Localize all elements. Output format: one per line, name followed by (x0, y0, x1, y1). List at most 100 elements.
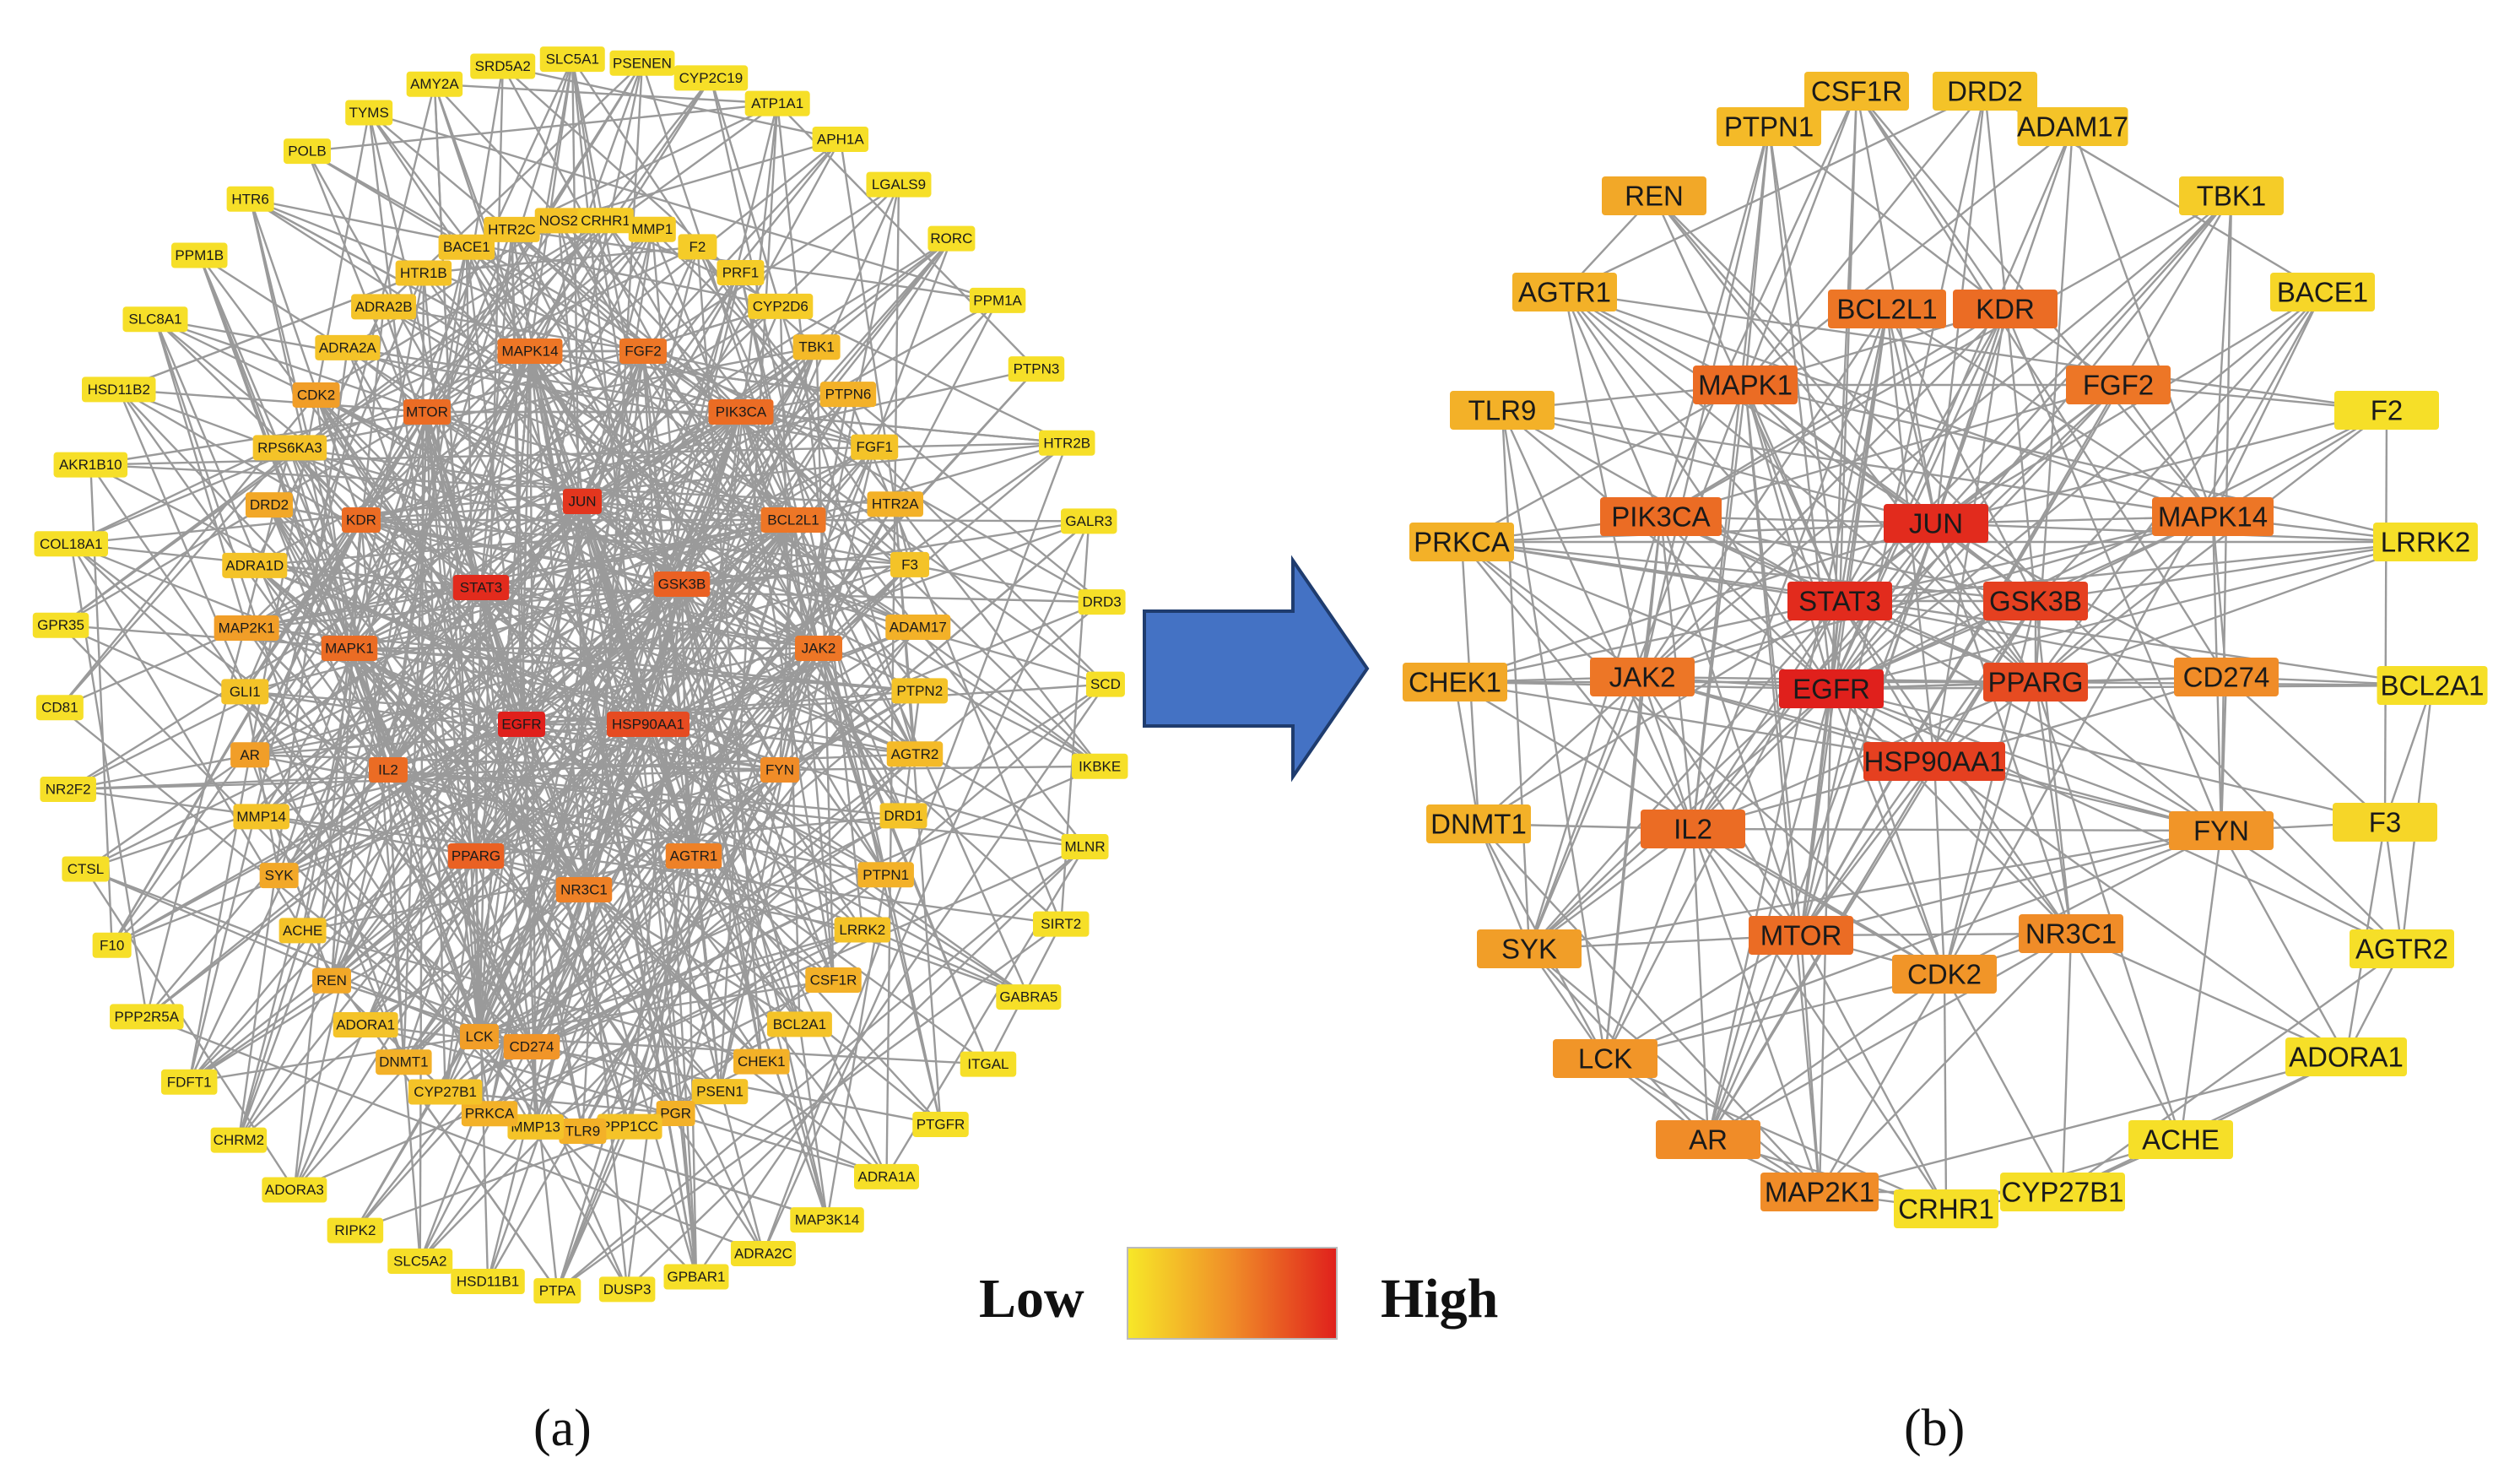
panel-b-node-bcl2l1[interactable]: BCL2L1 (1828, 290, 1946, 328)
panel-a-node-ptgfr[interactable]: PTGFR (912, 1112, 969, 1138)
panel-a-node-adra2c[interactable]: ADRA2C (730, 1240, 796, 1266)
panel-a-node-akr1b10[interactable]: AKR1B10 (53, 452, 128, 478)
panel-a-node-drd2[interactable]: DRD2 (245, 492, 293, 518)
panel-b-node-f2[interactable]: F2 (2334, 391, 2439, 430)
panel-b-node-kdr[interactable]: KDR (1953, 290, 2058, 328)
panel-a-node-ptpa[interactable]: PTPA (533, 1278, 581, 1304)
panel-a-node-f3[interactable]: F3 (890, 551, 930, 577)
panel-a-node-kdr[interactable]: KDR (342, 507, 381, 533)
panel-b-node-cd274[interactable]: CD274 (2174, 658, 2279, 696)
panel-a-node-ptpn6[interactable]: PTPN6 (819, 382, 877, 408)
panel-b-node-agtr2[interactable]: AGTR2 (2350, 929, 2454, 968)
panel-a-node-ppp2r5a[interactable]: PPP2R5A (110, 1004, 184, 1030)
panel-b-node-jun[interactable]: JUN (1884, 504, 1988, 543)
panel-b-node-pik3ca[interactable]: PIK3CA (1600, 497, 1722, 536)
panel-b-node-bace1[interactable]: BACE1 (2270, 273, 2375, 311)
panel-a-node-ripk2[interactable]: RIPK2 (327, 1217, 384, 1243)
panel-b-node-mtor[interactable]: MTOR (1749, 916, 1853, 955)
panel-a-node-drd1[interactable]: DRD1 (879, 803, 927, 829)
panel-a-node-adra1d[interactable]: ADRA1D (222, 552, 288, 578)
panel-a-node-map2k1[interactable]: MAP2K1 (214, 615, 279, 642)
panel-b-node-fyn[interactable]: FYN (2169, 811, 2274, 850)
panel-a-node-ar[interactable]: AR (230, 742, 270, 768)
panel-a-node-itgal[interactable]: ITGAL (960, 1051, 1017, 1077)
panel-a-node-mapk1[interactable]: MAPK1 (321, 636, 378, 661)
panel-a-node-bcl2l1[interactable]: BCL2L1 (760, 507, 826, 533)
panel-a-node-dusp3[interactable]: DUSP3 (598, 1276, 656, 1303)
panel-a-node-srd5a2[interactable]: SRD5A2 (470, 53, 536, 79)
panel-b-node-fgf2[interactable]: FGF2 (2066, 366, 2171, 404)
panel-a-node-jak2[interactable]: JAK2 (795, 636, 842, 661)
panel-a-node-mmp14[interactable]: MMP14 (233, 804, 289, 830)
panel-a-node-gabra5[interactable]: GABRA5 (996, 984, 1062, 1010)
panel-a-node-adra2b[interactable]: ADRA2B (351, 294, 417, 320)
panel-a-node-aph1a[interactable]: APH1A (812, 126, 869, 152)
panel-b-node-f3[interactable]: F3 (2333, 803, 2437, 842)
panel-a-node-f2[interactable]: F2 (678, 234, 717, 260)
panel-b-node-map2k1[interactable]: MAP2K1 (1760, 1173, 1879, 1211)
panel-a-node-fdft1[interactable]: FDFT1 (160, 1069, 218, 1095)
panel-a-node-htr1b[interactable]: HTR1B (395, 260, 452, 286)
panel-a-node-syk[interactable]: SYK (259, 863, 299, 889)
panel-a-node-cyp27b1[interactable]: CYP27B1 (408, 1079, 483, 1105)
panel-a-node-pparg[interactable]: PPARG (447, 843, 505, 869)
panel-a-node-scd[interactable]: SCD (1085, 671, 1125, 697)
panel-a-node-htr2b[interactable]: HTR2B (1038, 430, 1095, 456)
panel-a-node-adra2a[interactable]: ADRA2A (315, 334, 381, 360)
panel-a-node-ppm1a[interactable]: PPM1A (969, 287, 1026, 313)
panel-a-node-bcl2a1[interactable]: BCL2A1 (766, 1011, 832, 1037)
panel-a-node-adra1a[interactable]: ADRA1A (854, 1163, 920, 1189)
panel-a-node-ren[interactable]: REN (311, 967, 351, 994)
panel-a-node-ache[interactable]: ACHE (278, 918, 327, 944)
panel-a-node-lgals9[interactable]: LGALS9 (866, 171, 932, 198)
panel-a-node-nos2[interactable]: NOS2 (534, 208, 582, 234)
panel-b-node-ache[interactable]: ACHE (2128, 1120, 2233, 1159)
panel-b-node-prkca[interactable]: PRKCA (1409, 523, 1514, 561)
panel-a-node-cd81[interactable]: CD81 (35, 695, 84, 721)
panel-a-node-nr3c1[interactable]: NR3C1 (555, 877, 613, 902)
panel-a-node-fgf2[interactable]: FGF2 (619, 339, 667, 364)
panel-a-node-polb[interactable]: POLB (283, 138, 331, 165)
panel-a-node-fyn[interactable]: FYN (760, 757, 799, 783)
panel-b-node-tlr9[interactable]: TLR9 (1450, 391, 1555, 430)
panel-a-node-slc8a1[interactable]: SLC8A1 (122, 306, 188, 333)
panel-a-node-stat3[interactable]: STAT3 (452, 575, 510, 600)
panel-a-node-ctsl[interactable]: CTSL (62, 856, 110, 882)
panel-b-node-dnmt1[interactable]: DNMT1 (1426, 804, 1531, 843)
panel-a-node-rorc[interactable]: RORC (927, 225, 976, 252)
panel-a-node-hsp90aa1[interactable]: HSP90AA1 (607, 712, 689, 737)
panel-b-node-hsp90aa1[interactable]: HSP90AA1 (1863, 742, 2005, 781)
panel-a-node-htr2c[interactable]: HTR2C (484, 216, 540, 242)
panel-a-node-ppp1cc[interactable]: PPP1CC (597, 1113, 662, 1140)
panel-a-node-pik3ca[interactable]: PIK3CA (708, 399, 774, 425)
panel-a-node-cdk2[interactable]: CDK2 (292, 382, 340, 408)
panel-a-node-rps6ka3[interactable]: RPS6KA3 (252, 435, 327, 461)
panel-a-node-cyp2c19[interactable]: CYP2C19 (673, 65, 749, 91)
panel-a-node-bace1[interactable]: BACE1 (438, 234, 495, 260)
panel-b-node-cdk2[interactable]: CDK2 (1892, 955, 1997, 994)
panel-b-node-cyp27b1[interactable]: CYP27B1 (2000, 1173, 2125, 1211)
panel-a-node-ptpn2[interactable]: PTPN2 (891, 678, 949, 704)
panel-a-node-csf1r[interactable]: CSF1R (805, 967, 862, 993)
panel-b-node-il2[interactable]: IL2 (1641, 810, 1745, 848)
panel-b-node-nr3c1[interactable]: NR3C1 (2019, 914, 2123, 953)
panel-a-node-ptpn3[interactable]: PTPN3 (1008, 356, 1065, 382)
panel-a-node-lck[interactable]: LCK (460, 1024, 499, 1049)
panel-a-node-chrm2[interactable]: CHRM2 (210, 1127, 268, 1153)
panel-a-node-tbk1[interactable]: TBK1 (792, 334, 841, 360)
panel-a-node-hsd11b2[interactable]: HSD11B2 (81, 376, 156, 403)
panel-a-node-ppm1b[interactable]: PPM1B (170, 242, 228, 268)
panel-a-node-adora1[interactable]: ADORA1 (333, 1011, 398, 1037)
panel-a-node-gli1[interactable]: GLI1 (221, 679, 269, 705)
panel-a-node-slc5a1[interactable]: SLC5A1 (539, 46, 605, 73)
panel-a-node-f10[interactable]: F10 (92, 932, 132, 958)
panel-a-node-map3k14[interactable]: MAP3K14 (790, 1207, 864, 1233)
panel-a-node-dnmt1[interactable]: DNMT1 (376, 1049, 432, 1075)
panel-a-node-ptpn1[interactable]: PTPN1 (857, 862, 914, 888)
panel-a-node-sirt2[interactable]: SIRT2 (1032, 911, 1090, 937)
panel-a-node-col18a1[interactable]: COL18A1 (34, 531, 109, 557)
panel-a-node-mapk14[interactable]: MAPK14 (497, 339, 563, 364)
panel-a-node-htr2a[interactable]: HTR2A (867, 491, 923, 517)
panel-a-node-chek1[interactable]: CHEK1 (733, 1048, 790, 1075)
panel-a-node-prf1[interactable]: PRF1 (717, 259, 765, 285)
